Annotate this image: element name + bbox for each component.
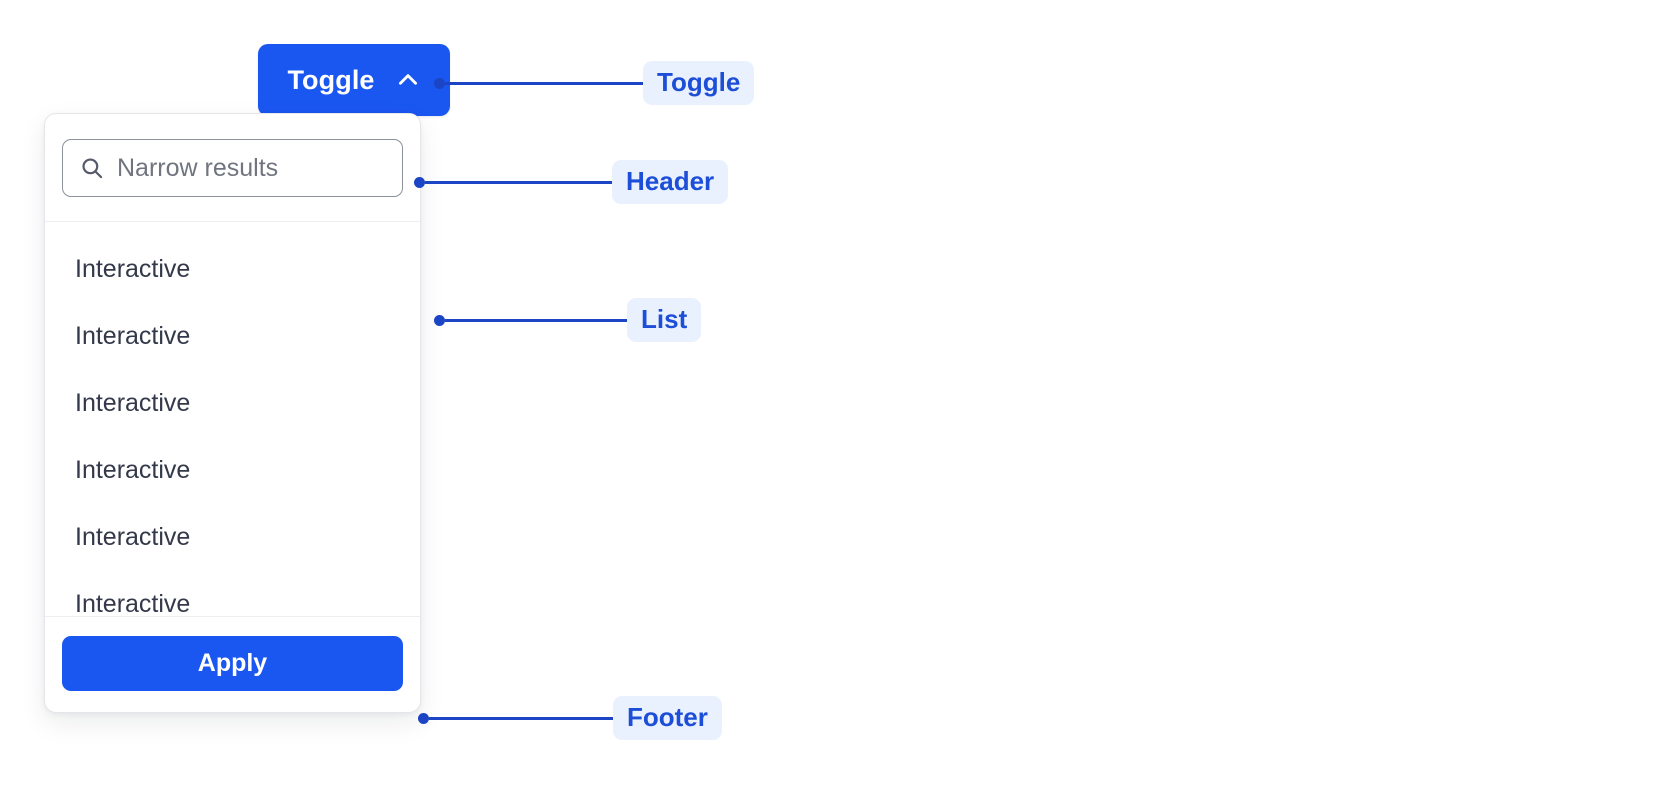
list-item[interactable]: Interactive bbox=[45, 504, 420, 571]
dropdown-header bbox=[45, 114, 420, 222]
list-item-label: Interactive bbox=[75, 523, 191, 551]
list-item-label: Interactive bbox=[75, 322, 191, 350]
list-item-label: Interactive bbox=[75, 456, 191, 484]
annotation-leader-line bbox=[445, 81, 643, 85]
list-item[interactable]: Interactive bbox=[45, 303, 420, 370]
search-input[interactable] bbox=[63, 140, 402, 196]
search-icon bbox=[79, 155, 105, 181]
annotation-dot bbox=[418, 712, 429, 724]
annotation-label-toggle: Toggle bbox=[643, 60, 755, 106]
annotation-label-footer: Footer bbox=[613, 695, 722, 741]
annotation-dot bbox=[434, 314, 445, 326]
annotation-dot bbox=[434, 77, 445, 89]
apply-button[interactable]: Apply bbox=[62, 636, 403, 691]
list-item[interactable]: Interactive bbox=[45, 370, 420, 437]
annotation-leader-line bbox=[445, 318, 627, 322]
list-item-label: Interactive bbox=[75, 590, 191, 616]
dropdown-footer: Apply bbox=[45, 616, 420, 712]
annotation-label-header: Header bbox=[612, 159, 729, 205]
toggle-button[interactable]: Toggle bbox=[258, 44, 450, 116]
annotation-dot bbox=[414, 176, 425, 188]
list-item-label: Interactive bbox=[75, 255, 191, 283]
annotation-leader-line bbox=[429, 716, 613, 720]
list-item[interactable]: Interactive bbox=[45, 571, 420, 616]
dropdown-list: Interactive Interactive Interactive Inte… bbox=[45, 222, 420, 616]
search-field[interactable] bbox=[62, 139, 403, 197]
chevron-up-icon bbox=[395, 67, 421, 93]
annotation-leader-line bbox=[425, 180, 612, 184]
list-item[interactable]: Interactive bbox=[45, 236, 420, 303]
list-item-label: Interactive bbox=[75, 389, 191, 417]
dropdown-panel: Interactive Interactive Interactive Inte… bbox=[44, 113, 421, 713]
toggle-button-label: Toggle bbox=[287, 64, 375, 95]
list-item[interactable]: Interactive bbox=[45, 437, 420, 504]
annotation-label-list: List bbox=[627, 297, 702, 343]
